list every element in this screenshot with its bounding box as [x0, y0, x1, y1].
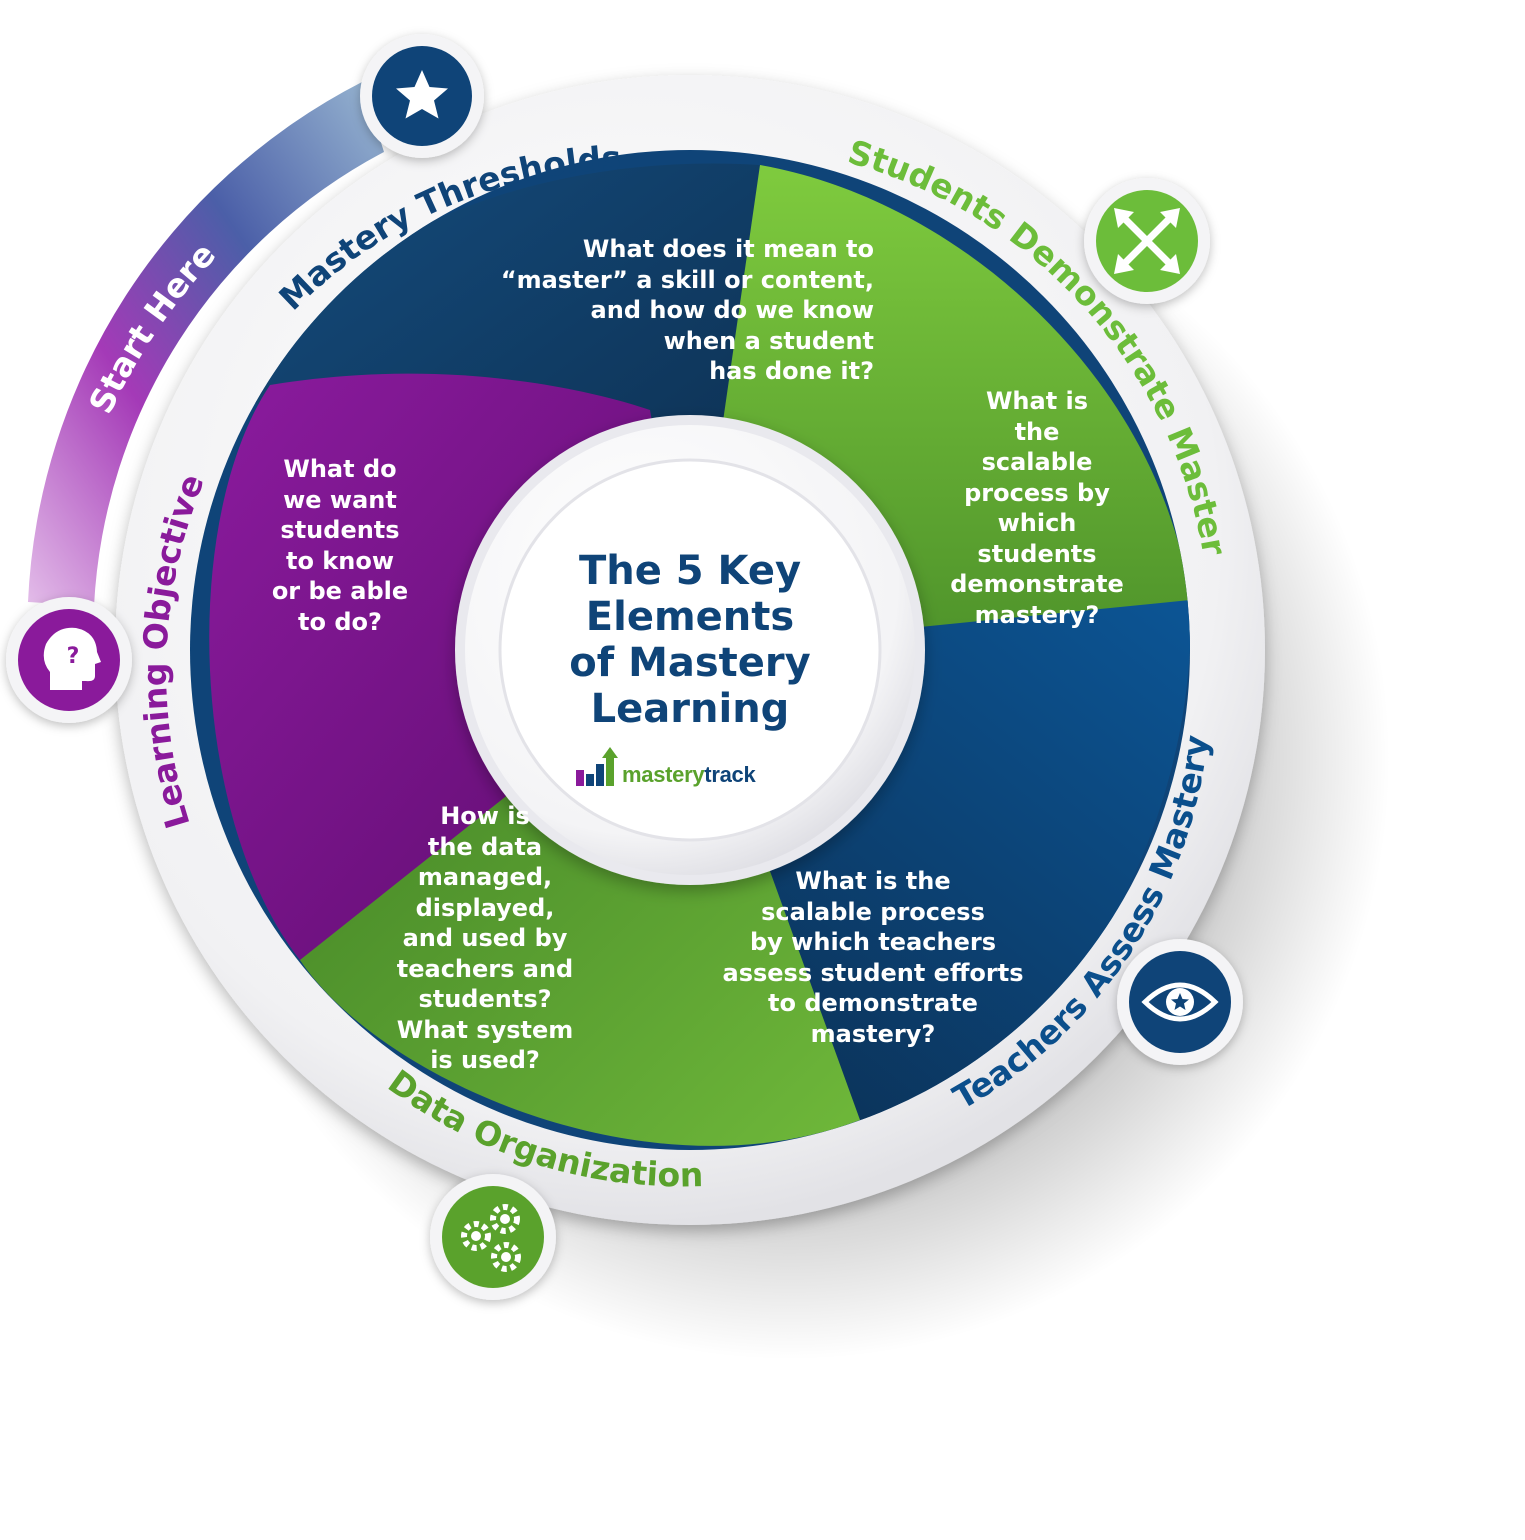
question-students-demonstrate-mastery: What is the scalable process by which st…: [950, 387, 1124, 629]
question-teachers-assess-mastery: What is the scalable process by which te…: [722, 867, 1024, 1048]
logo-wordmark: masterytrack: [622, 762, 756, 787]
masterytrack-logo: masterytrack: [574, 746, 794, 790]
star-icon: [360, 34, 484, 158]
logo-bars-icon: [576, 747, 618, 786]
question-learning-objectives: What do we want students to know or be a…: [271, 455, 409, 636]
head-question-icon: ?: [6, 597, 132, 723]
question-data-organization: How is the data managed, displayed, and …: [396, 802, 574, 1074]
center-title: The 5 Key Elements of Mastery Learning: [569, 548, 811, 732]
expand-arrows-icon: [1084, 178, 1210, 304]
question-mastery-thresholds: What does it mean to “master” a skill or…: [500, 235, 874, 385]
eye-star-icon: [1117, 939, 1243, 1065]
svg-text:?: ?: [67, 644, 80, 669]
gears-icon: [430, 1174, 556, 1300]
